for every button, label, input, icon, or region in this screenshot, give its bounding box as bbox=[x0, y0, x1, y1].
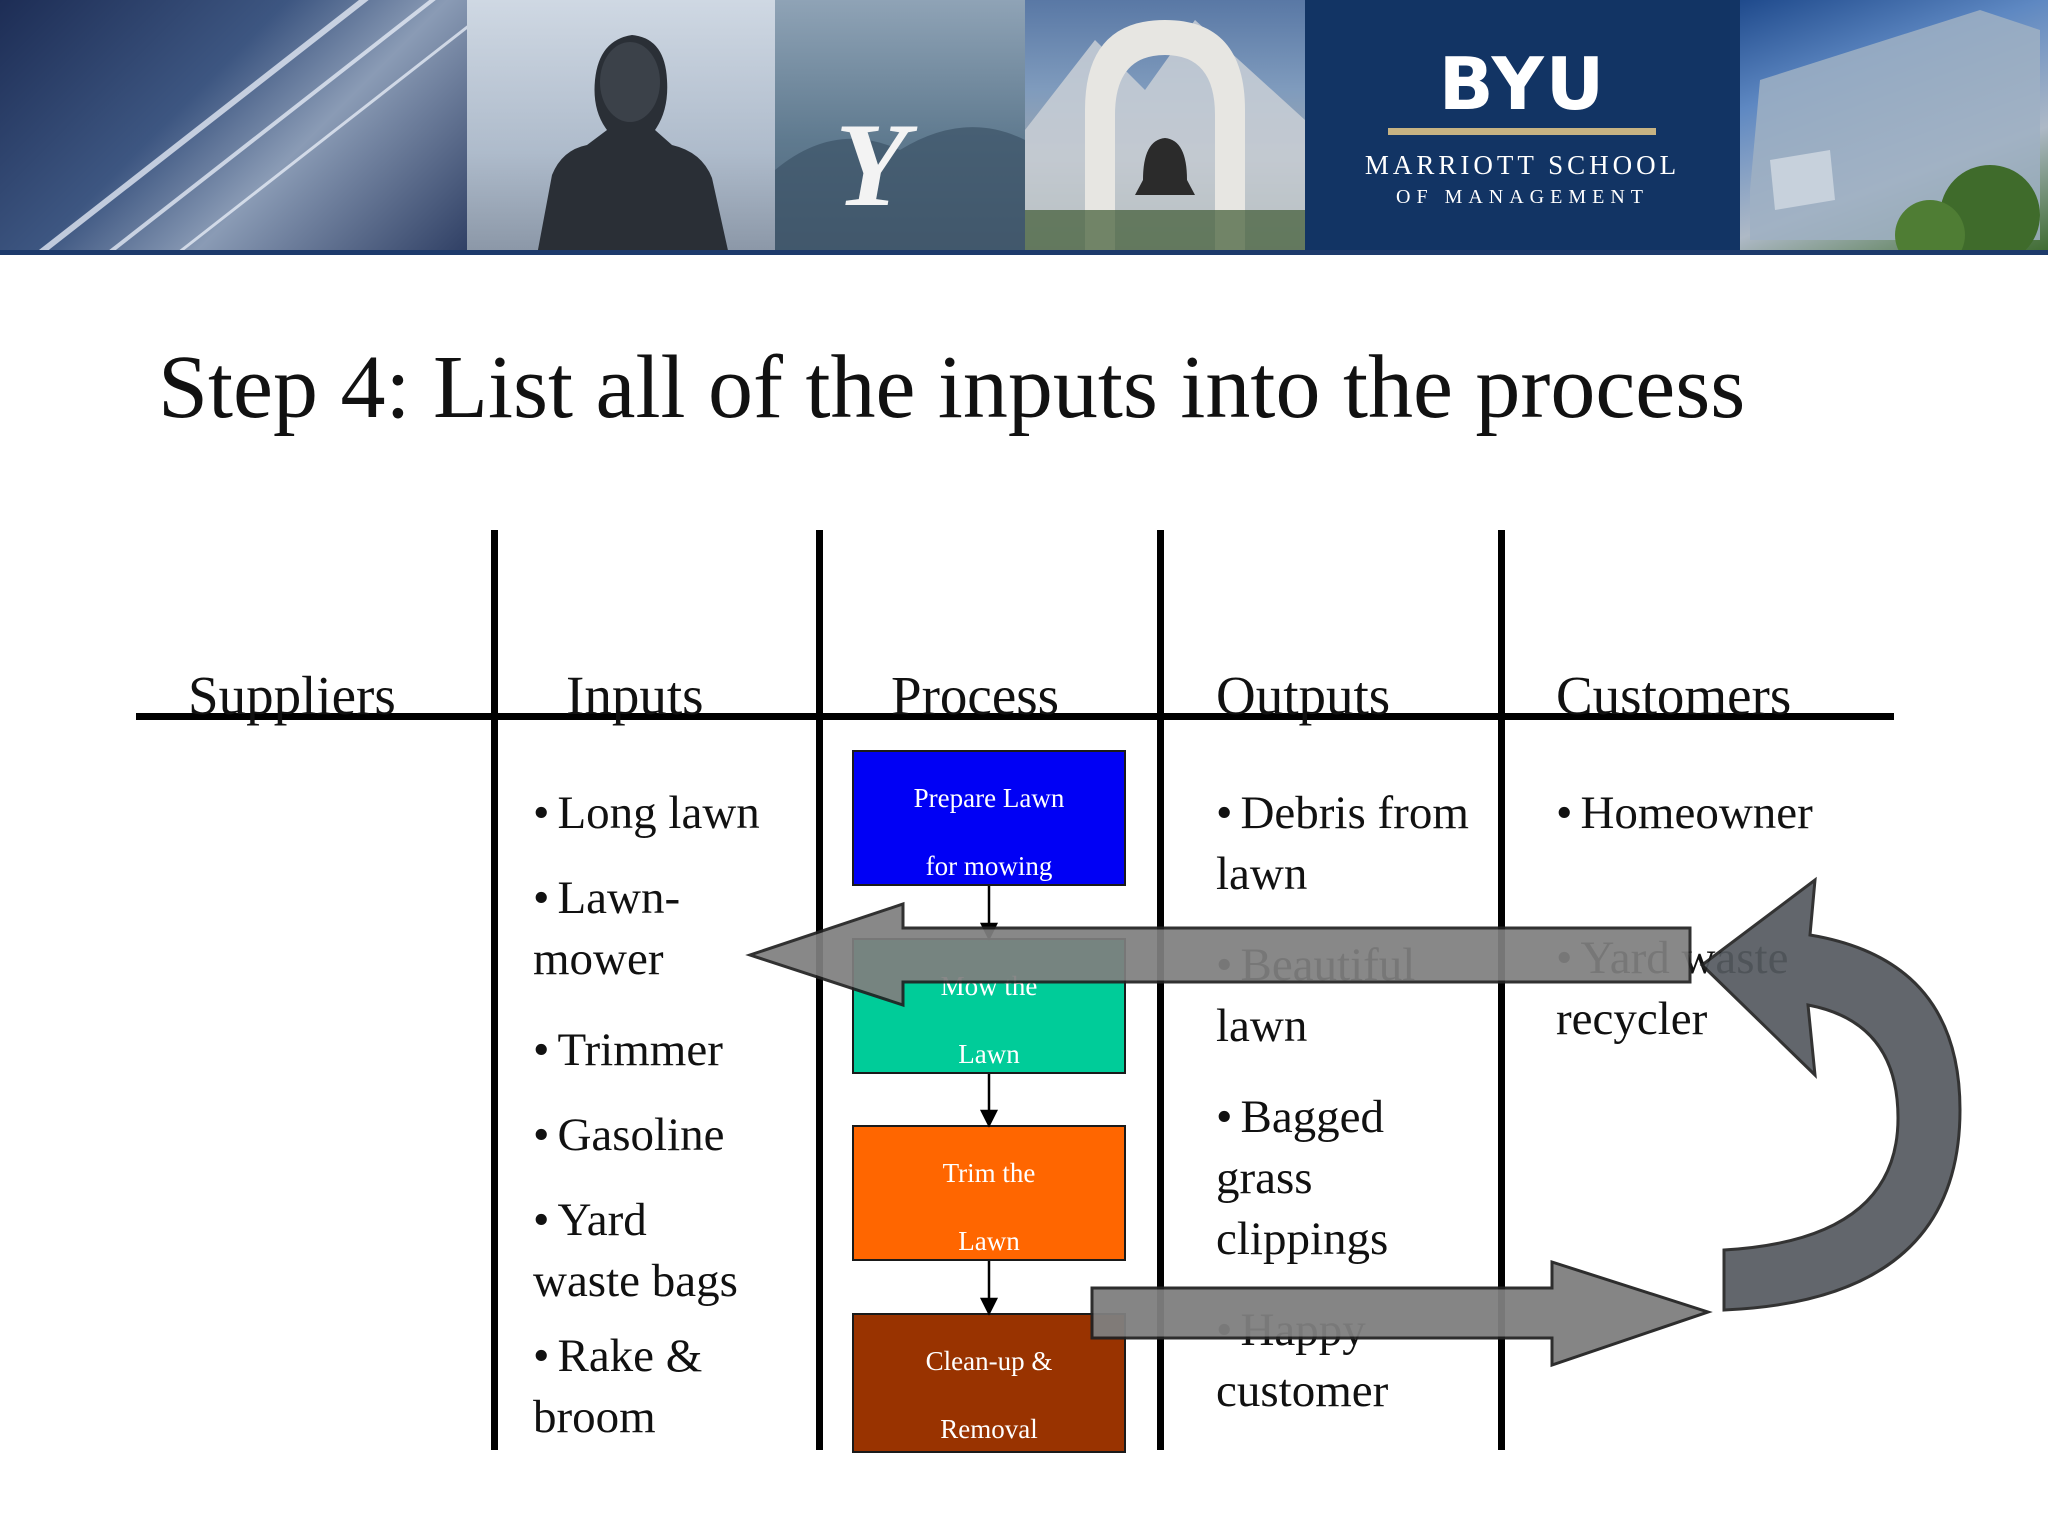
process-step-line1: Clean-up & bbox=[925, 1346, 1053, 1376]
building-photo bbox=[0, 0, 467, 255]
statue-photo bbox=[467, 0, 775, 255]
bell-tower-photo bbox=[1025, 0, 1305, 255]
glass-building-photo bbox=[1740, 0, 2048, 255]
process-step-line2: Lawn bbox=[958, 1226, 1020, 1256]
column-divider-1 bbox=[491, 530, 498, 1450]
inputs-list: •Long lawn •Lawn-mower •Trimmer •Gasolin… bbox=[533, 783, 803, 1448]
column-header-process: Process bbox=[891, 665, 1060, 726]
y-mountain-photo: Y bbox=[775, 0, 1025, 255]
logo-wordmark: BYU bbox=[1438, 42, 1607, 126]
process-step-line2: Removal bbox=[940, 1414, 1038, 1444]
curved-return-arrow bbox=[1699, 876, 1962, 1312]
list-item: •Gasoline bbox=[533, 1109, 725, 1161]
column-header-inputs: Inputs bbox=[566, 665, 704, 726]
logo-school-name: MARRIOTT SCHOOL bbox=[1364, 150, 1681, 180]
column-divider-4 bbox=[1498, 530, 1505, 1450]
list-item: •Rake & broom bbox=[533, 1330, 703, 1443]
arrow-to-inputs bbox=[745, 901, 1692, 1008]
process-step-line2: Lawn bbox=[958, 1039, 1020, 1069]
column-divider-2 bbox=[816, 530, 823, 1450]
banner-rule bbox=[0, 250, 2048, 255]
list-item: •Yard waste bags bbox=[533, 1194, 738, 1307]
list-item: •Lawn-mower bbox=[533, 872, 681, 985]
process-step-prepare: Prepare Lawn for mowing bbox=[852, 750, 1126, 886]
process-step-line2: for mowing bbox=[925, 851, 1053, 881]
list-item: •Trimmer bbox=[533, 1024, 723, 1076]
process-step-trim: Trim the Lawn bbox=[852, 1125, 1126, 1261]
slide-title: Step 4: List all of the inputs into the … bbox=[158, 338, 1746, 437]
column-header-suppliers: Suppliers bbox=[188, 665, 396, 726]
column-header-outputs: Outputs bbox=[1216, 665, 1391, 726]
column-divider-3 bbox=[1157, 530, 1164, 1450]
process-step-line1: Prepare Lawn bbox=[913, 783, 1065, 813]
list-item: •Long lawn bbox=[533, 787, 760, 839]
logo-divider bbox=[1388, 128, 1656, 135]
process-step-line1: Trim the bbox=[942, 1158, 1036, 1188]
header-banner: Y BYU MARRIOTT SCHOOL OF MANAGEMENT bbox=[0, 0, 2048, 255]
column-header-customers: Customers bbox=[1556, 665, 1792, 726]
svg-text:Y: Y bbox=[835, 98, 918, 231]
byu-logo: BYU MARRIOTT SCHOOL OF MANAGEMENT bbox=[1305, 0, 1740, 255]
process-step-cleanup: Clean-up & Removal bbox=[852, 1313, 1126, 1453]
arrow-to-recycler bbox=[1090, 1259, 1713, 1368]
list-item: •Debris from lawn bbox=[1216, 787, 1469, 900]
list-item: •Homeowner bbox=[1556, 787, 1813, 839]
list-item: •Bagged grass clippings bbox=[1216, 1091, 1389, 1265]
header-divider-line bbox=[136, 713, 1894, 720]
logo-school-subtitle: OF MANAGEMENT bbox=[1396, 186, 1649, 208]
